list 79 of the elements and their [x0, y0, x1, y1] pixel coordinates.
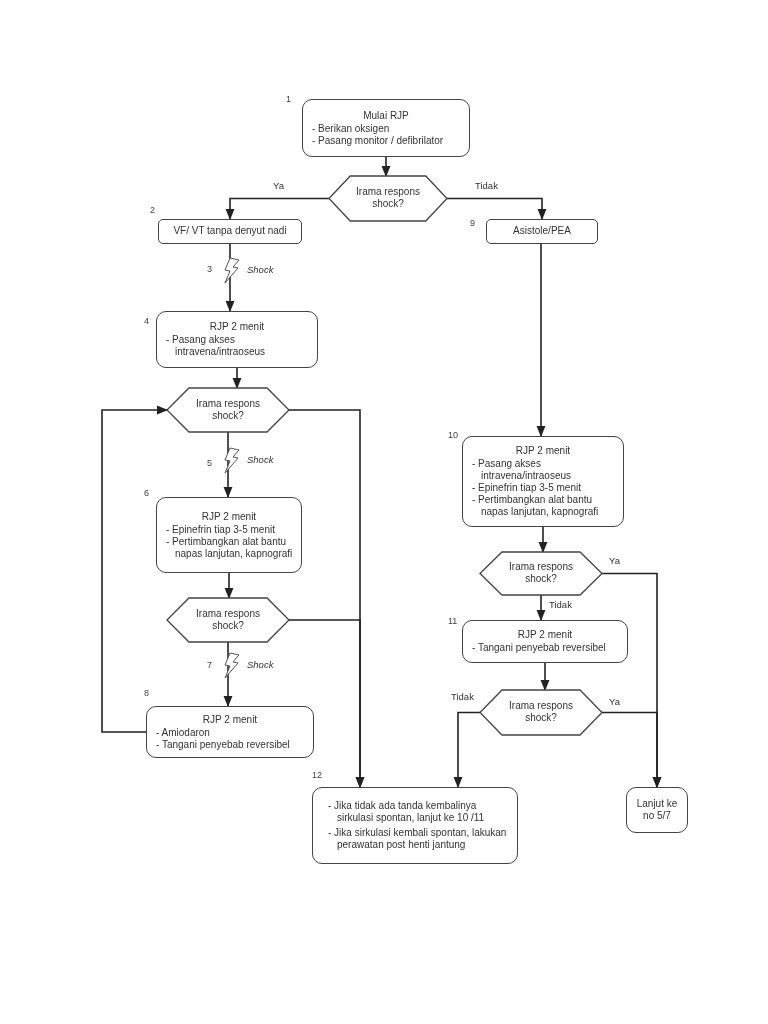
box-heading: RJP 2 menit	[516, 629, 574, 641]
edge-label: Tidak	[548, 599, 573, 610]
shock-arrow	[224, 243, 240, 313]
bullet-text: - Tangani penyebab reversibel	[471, 642, 607, 654]
bullet-text: - Pasang akses intravena/intraoseus	[471, 458, 573, 482]
step-number: 2	[150, 205, 155, 215]
step-number: 6	[144, 488, 149, 498]
box-heading: RJP 2 menit	[201, 713, 259, 726]
process-box	[302, 99, 470, 157]
bullet-text: - Pertimbangkan alat bantu napas lanjutan, kapnografi	[165, 535, 294, 560]
arrow	[224, 572, 234, 600]
edge-label: Shock	[246, 264, 275, 275]
bullet-text: - Tangani penyebab reversibel	[155, 738, 291, 751]
decision-hexagon	[167, 598, 289, 642]
box-heading: RJP 2 menit	[200, 510, 258, 523]
edge-label: Shock	[246, 659, 275, 670]
box-heading: Lanjut ke no 5/7	[635, 797, 679, 822]
step-number: 12	[312, 770, 322, 780]
step-number: 7	[207, 660, 212, 670]
arrow	[381, 156, 391, 178]
arrow	[225, 197, 330, 221]
bullet-text: - Pertimbangkan alat bantu napas lanjutan, kapnografi	[471, 494, 600, 518]
process-box	[156, 311, 318, 368]
arrow	[536, 594, 546, 622]
process-box	[462, 436, 624, 527]
process-box	[156, 497, 302, 573]
decision-text: Irama respons shock?	[195, 397, 261, 422]
bullet-text: - Jika sirkulasi kembali spontan, lakukan perawatan post henti jantung	[327, 827, 508, 851]
bullet-text: - Amiodaron	[155, 726, 211, 739]
bullet-text: - Pasang akses intravena/intraoseus	[165, 334, 267, 358]
bullet-text: - Epinefrin tiap 3-5 menit	[165, 523, 276, 536]
bullet-text: - Pasang monitor / defibrilator	[311, 134, 445, 147]
arrow	[101, 405, 169, 733]
box-heading: RJP 2 menit	[208, 321, 266, 333]
arrow	[538, 526, 548, 554]
box-heading: Mulai RJP	[362, 109, 410, 122]
decision-hexagon	[167, 388, 289, 432]
edge-label: Ya	[608, 696, 621, 707]
step-number: 5	[207, 458, 212, 468]
decision-text: Irama respons shock?	[508, 561, 574, 585]
process-box	[312, 787, 518, 864]
decision-text: Irama respons shock?	[508, 700, 574, 724]
box-heading: RJP 2 menit	[514, 445, 572, 457]
shock-arrow	[223, 641, 240, 708]
edge-label: Ya	[272, 180, 285, 191]
box-heading: Asistole/PEA	[512, 225, 572, 237]
step-number: 1	[286, 94, 291, 104]
decision-hexagon	[480, 552, 602, 595]
edge-label: Shock	[246, 454, 275, 465]
edge-label: Ya	[608, 555, 621, 566]
process-box	[146, 706, 314, 758]
decision-text: Irama respons shock?	[355, 186, 421, 210]
process-box	[486, 219, 598, 244]
bullet-text: - Jika tidak ada tanda kembalinya sirkulasi spontan, lanjut ke 10 /11	[327, 800, 486, 824]
step-number: 4	[144, 316, 149, 326]
step-number: 3	[207, 264, 212, 274]
step-number: 11	[448, 616, 458, 626]
shock-arrow	[223, 431, 240, 499]
arrow	[453, 711, 481, 789]
arrow	[540, 662, 550, 692]
arrow	[601, 711, 662, 789]
step-number: 8	[144, 688, 149, 698]
arrow	[536, 243, 546, 438]
decision-hexagon	[329, 176, 447, 221]
process-box	[626, 787, 688, 833]
bullet-text: - Berikan oksigen	[311, 122, 391, 135]
edge-label: Tidak	[474, 180, 499, 191]
decision-text: Irama respons shock?	[195, 607, 261, 632]
edge-label: Tidak	[450, 691, 475, 702]
bullet-text: - Epinefrin tiap 3-5 menit	[471, 482, 582, 494]
process-box	[158, 219, 302, 244]
arrow	[232, 367, 242, 390]
process-box	[462, 620, 628, 663]
box-heading: VF/ VT tanpa denyut nadi	[172, 225, 288, 237]
arrow	[288, 619, 365, 789]
arrow	[446, 197, 547, 221]
decision-hexagon	[480, 690, 602, 735]
step-number: 9	[470, 218, 475, 228]
step-number: 10	[448, 430, 458, 440]
